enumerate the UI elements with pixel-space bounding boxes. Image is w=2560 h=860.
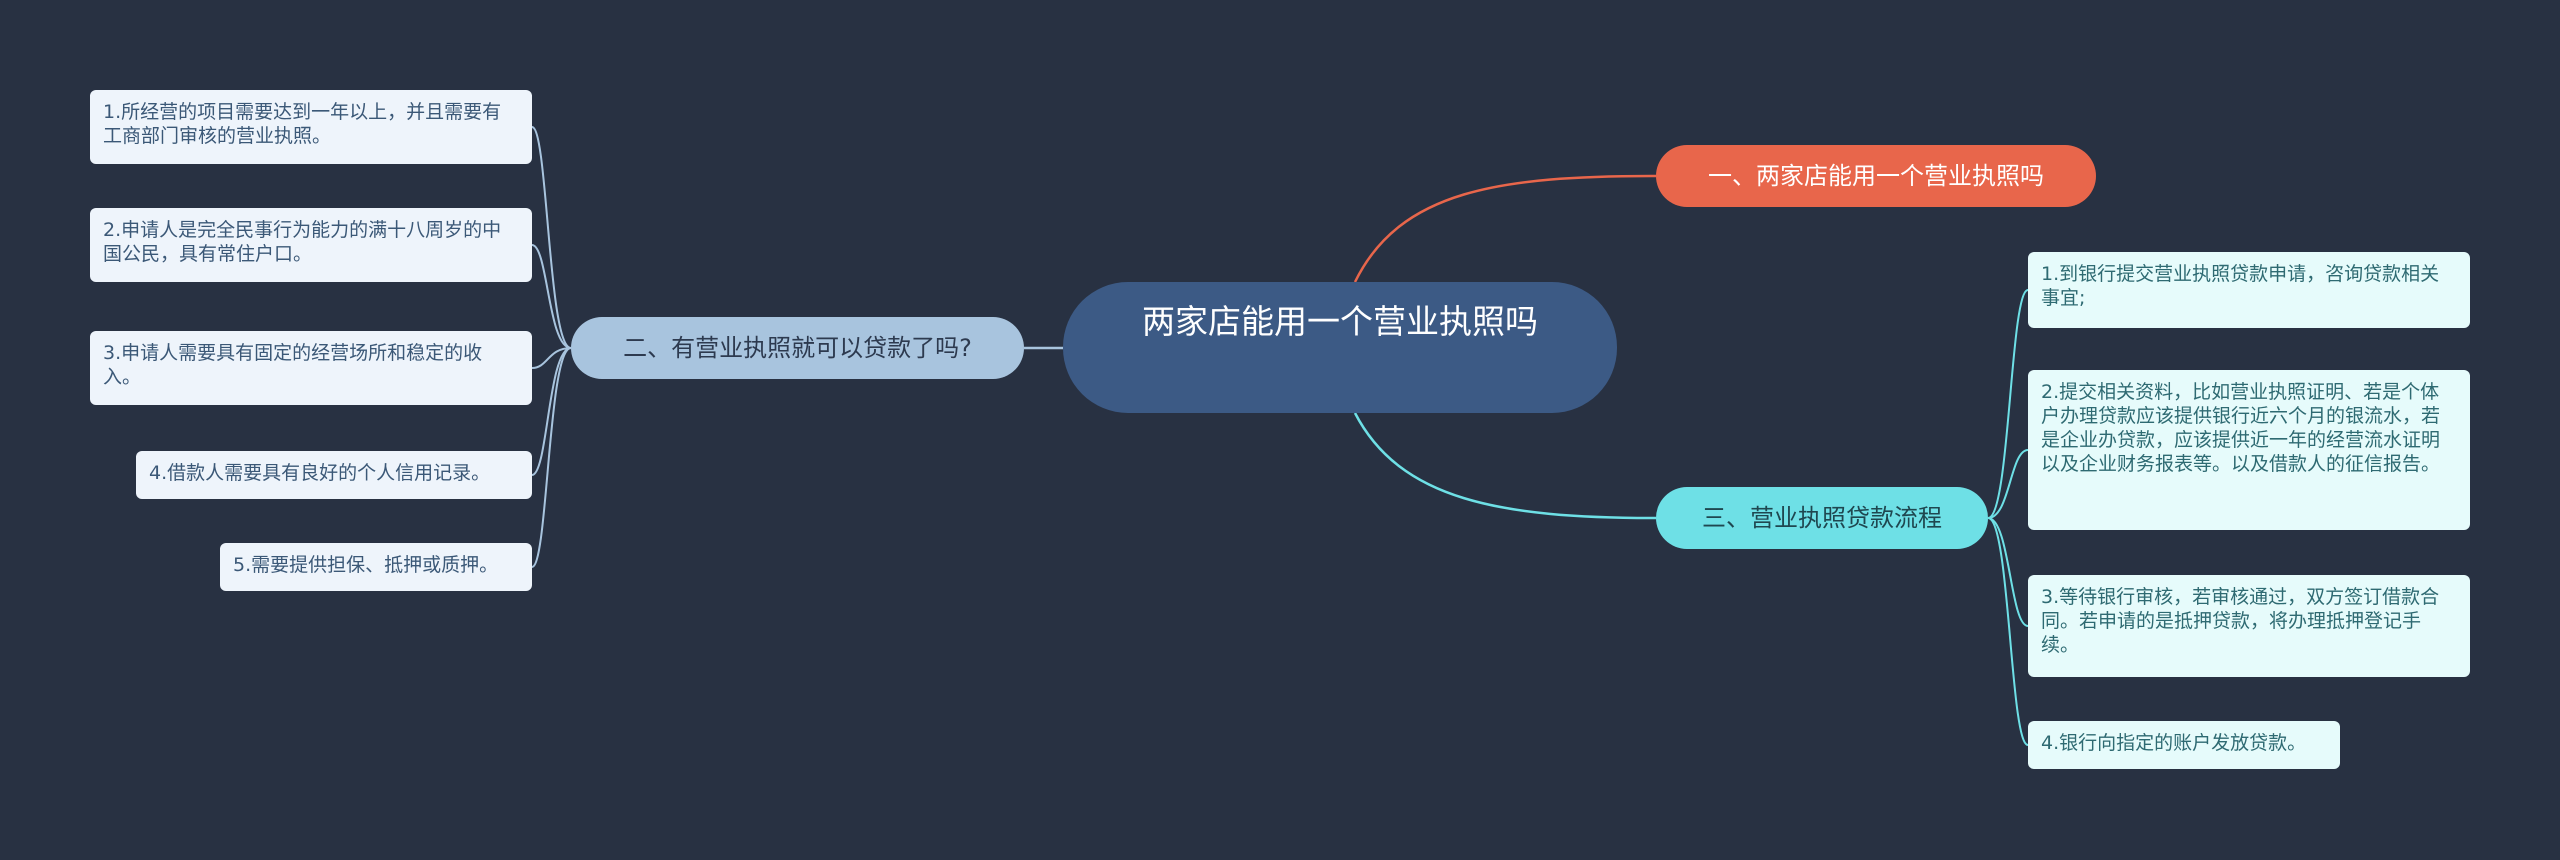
link-root-branch1 [1353, 174, 1657, 283]
link-right-3 [1987, 517, 2029, 627]
left-item-4[interactable]: 4.借款人需要具有良好的个人信用记录。 [136, 451, 532, 499]
link-right-4 [1987, 517, 2029, 746]
right-item-2[interactable]: 2.提交相关资料，比如营业执照证明、若是个体户办理贷款应该提供银行近六个月的银流… [2028, 370, 2470, 530]
link-right-2 [1987, 449, 2029, 519]
root-topic[interactable]: 两家店能用一个营业执照吗 [1063, 282, 1617, 413]
branch-topic-2[interactable]: 二、有营业执照就可以贷款了吗? [571, 317, 1024, 379]
branch-topic-1[interactable]: 一、两家店能用一个营业执照吗 [1656, 145, 2096, 207]
right-item-1[interactable]: 1.到银行提交营业执照贷款申请，咨询贷款相关事宜; [2028, 252, 2470, 328]
left-item-5[interactable]: 5.需要提供担保、抵押或质押。 [220, 543, 532, 591]
left-item-3[interactable]: 3.申请人需要具有固定的经营场所和稳定的收入。 [90, 331, 532, 405]
link-left-5 [531, 347, 572, 568]
right-item-3[interactable]: 3.等待银行审核，若审核通过，双方签订借款合同。若申请的是抵押贷款，将办理抵押登… [2028, 575, 2470, 677]
left-item-2[interactable]: 2.申请人是完全民事行为能力的满十八周岁的中国公民，具有常住户口。 [90, 208, 532, 282]
branch-topic-3[interactable]: 三、营业执照贷款流程 [1656, 487, 1988, 549]
left-item-1[interactable]: 1.所经营的项目需要达到一年以上，并且需要有工商部门审核的营业执照。 [90, 90, 532, 164]
link-left-1 [531, 126, 572, 349]
right-connectors [1987, 289, 2029, 746]
link-right-1 [1987, 289, 2029, 519]
right-item-4[interactable]: 4.银行向指定的账户发放贷款。 [2028, 721, 2340, 769]
link-left-3 [531, 347, 572, 369]
link-left-4 [531, 347, 572, 476]
left-connectors [531, 126, 572, 568]
link-left-2 [531, 244, 572, 349]
link-root-branch3 [1353, 412, 1657, 520]
